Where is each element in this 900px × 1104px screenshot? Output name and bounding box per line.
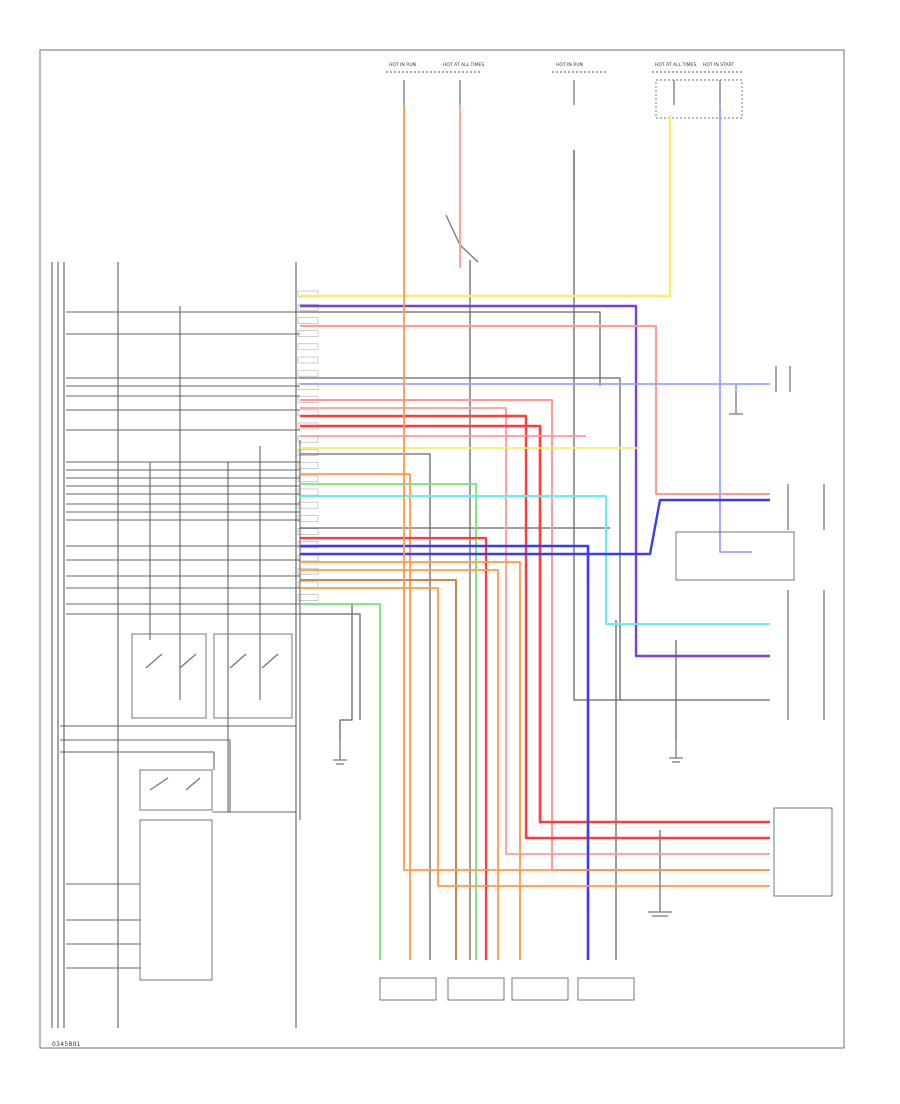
pink-wire — [300, 399, 770, 871]
data-link-connector — [775, 366, 825, 530]
relay-wire — [60, 739, 231, 812]
ground-wire — [300, 603, 353, 740]
connector-pin — [297, 594, 319, 601]
abs-relay-box — [139, 769, 213, 811]
g-sensor-box — [675, 531, 795, 581]
ground-symbols — [333, 392, 743, 917]
green-wire — [300, 483, 477, 960]
pink-wire — [300, 325, 770, 495]
connector-pin — [297, 528, 319, 535]
orange-wire — [300, 587, 770, 887]
connector-pin — [297, 581, 319, 588]
red-wire — [300, 424, 770, 824]
pink-wire — [300, 407, 770, 855]
fuse-label-4: HOT AT ALL TIMES — [655, 62, 696, 68]
connector-pin — [297, 343, 319, 351]
fuse-block-area: HOT IN RUN HOT AT ALL TIMES HOT IN RUN H… — [386, 62, 744, 263]
connector-pin — [297, 317, 319, 324]
orange-wire — [300, 561, 521, 960]
connector-pin — [297, 475, 319, 483]
signal-wire — [300, 377, 770, 701]
control-unit-wire — [66, 883, 140, 969]
green-wire — [300, 603, 381, 960]
connector-pin — [297, 567, 319, 575]
footer-code: 0345801 — [52, 1041, 81, 1048]
ground-wire — [300, 613, 361, 720]
fuse-label-5: HOT IN START — [703, 62, 734, 68]
wheel-speed-sensors — [379, 977, 635, 1001]
lightblue-wire — [719, 105, 752, 553]
brown-wire — [300, 579, 457, 960]
connector-pin — [297, 462, 319, 469]
blue-wire — [300, 544, 590, 960]
diagram-frame — [39, 49, 845, 1049]
connector-pin — [297, 449, 319, 456]
fuse-label-3: HOT IN RUN — [556, 62, 583, 68]
connector-pin — [297, 554, 319, 562]
fuse-label-1: HOT IN RUN — [389, 62, 416, 68]
red-wire — [300, 414, 770, 840]
abs-control-unit-box — [139, 819, 213, 981]
orange-wire — [403, 105, 770, 871]
power-wire — [573, 150, 622, 701]
wire-harness — [60, 105, 770, 969]
transmission-range-switch — [787, 590, 825, 720]
connector-pin — [297, 515, 319, 522]
clutch-switch-box — [131, 633, 207, 719]
connector-pin — [297, 488, 319, 496]
yellow-wire — [300, 115, 672, 298]
cyan-wire — [300, 495, 770, 625]
connector-pin — [297, 369, 319, 377]
signal-wire — [300, 453, 431, 960]
connector-pin — [297, 330, 319, 337]
orange-wire — [300, 569, 499, 960]
connector-pin — [297, 356, 319, 364]
brake-light-switch-box — [213, 633, 293, 719]
blue-wire — [300, 498, 770, 556]
orange-wire — [300, 473, 411, 960]
relay-wire — [60, 751, 215, 770]
fuse-label-2: HOT AT ALL TIMES — [443, 62, 484, 68]
ground-wire — [300, 311, 601, 386]
purple-wire — [300, 304, 770, 658]
connector-pin — [297, 435, 319, 443]
connector-pin — [297, 501, 319, 509]
red-wire — [300, 536, 488, 960]
hydraulic-unit-box — [773, 807, 833, 897]
left-harness-rails — [51, 262, 297, 1028]
